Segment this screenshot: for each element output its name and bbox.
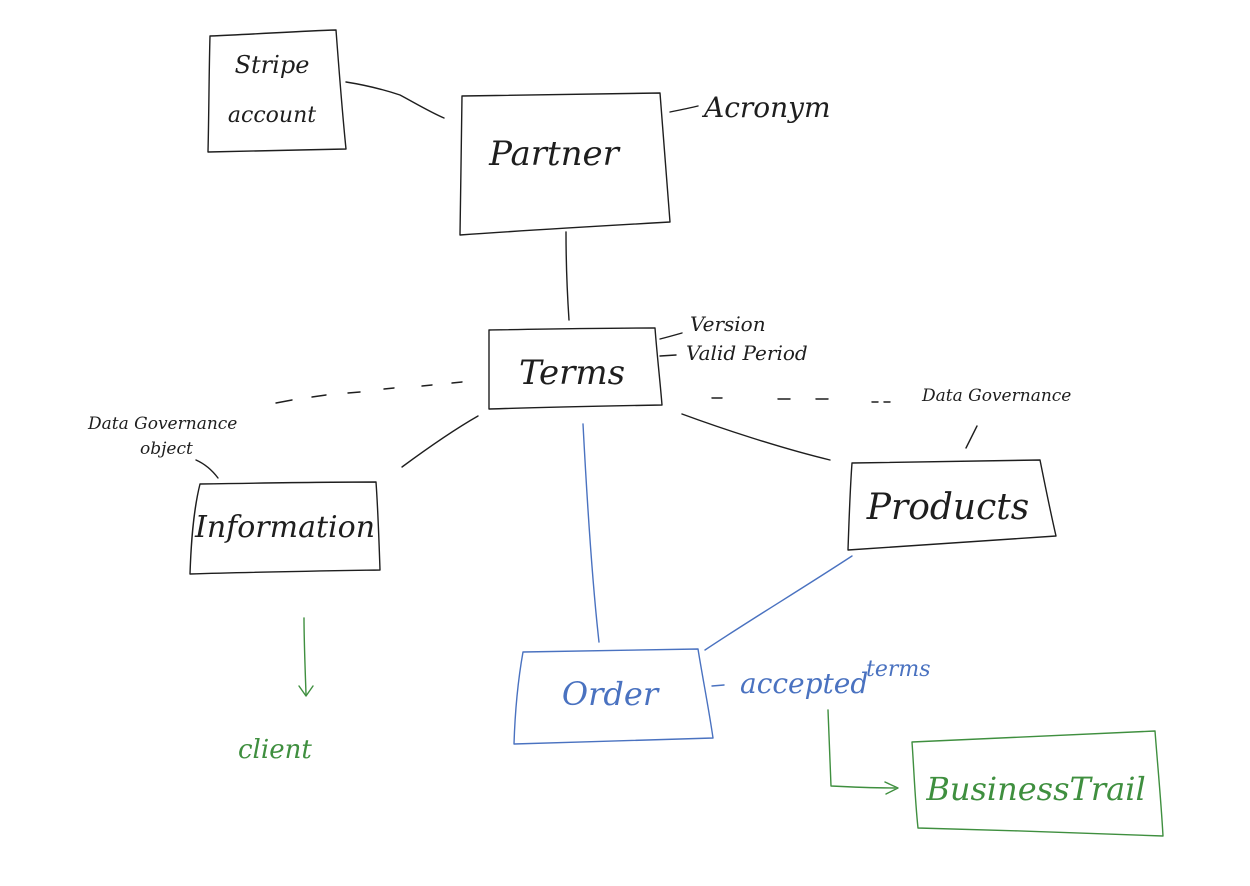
business-trail-box: BusinessTrail: [911, 730, 1164, 837]
stripe-account-box: Stripe account: [207, 29, 347, 153]
products-order-connector: [704, 555, 853, 651]
stripe-account-label-line2: account: [228, 103, 316, 128]
partner-terms-connector: [565, 231, 570, 321]
client-annotation: client: [238, 735, 312, 765]
stripe-account-label-line1: Stripe: [235, 51, 310, 79]
terms-products-connector: [681, 413, 831, 461]
version-tick: [659, 332, 683, 340]
data-governance-object-annotation-line1: Data Governance: [87, 414, 237, 434]
partner-box: Partner: [459, 92, 671, 236]
information-client-arrow: [298, 617, 314, 697]
terms-information-connector: [401, 415, 479, 468]
data-governance-object-annotation-line2: object: [140, 439, 193, 459]
business-trail-label: BusinessTrail: [925, 770, 1145, 808]
data-governance-right-annotation: Data Governance: [921, 386, 1071, 406]
data-governance-right-tick: [965, 425, 978, 449]
information-label: Information: [194, 510, 375, 545]
information-box: Information: [189, 481, 381, 575]
products-box: Products: [847, 459, 1057, 551]
accepted-annotation: accepted: [740, 667, 868, 700]
acronym-tick: [669, 105, 699, 113]
order-label: Order: [562, 675, 660, 713]
acronym-annotation: Acronym: [701, 91, 831, 124]
data-governance-object-tick: [195, 459, 219, 479]
products-label: Products: [866, 487, 1029, 528]
accepted-terms-tick: [711, 684, 725, 687]
dashed-divider-right: [711, 397, 891, 403]
terms-box: Terms: [488, 327, 663, 410]
dashed-divider-left: [275, 381, 463, 404]
valid-period-annotation: Valid Period: [686, 341, 808, 365]
terms-order-connector: [582, 423, 600, 643]
version-annotation: Version: [690, 312, 766, 336]
valid-period-tick: [659, 354, 677, 357]
terms-annotation: terms: [866, 657, 931, 682]
partner-label: Partner: [488, 134, 621, 174]
stripe-partner-connector: [345, 81, 445, 119]
order-box: Order: [513, 648, 714, 745]
accepted-terms-business-trail-arrow: [827, 709, 899, 795]
terms-label: Terms: [519, 353, 625, 393]
